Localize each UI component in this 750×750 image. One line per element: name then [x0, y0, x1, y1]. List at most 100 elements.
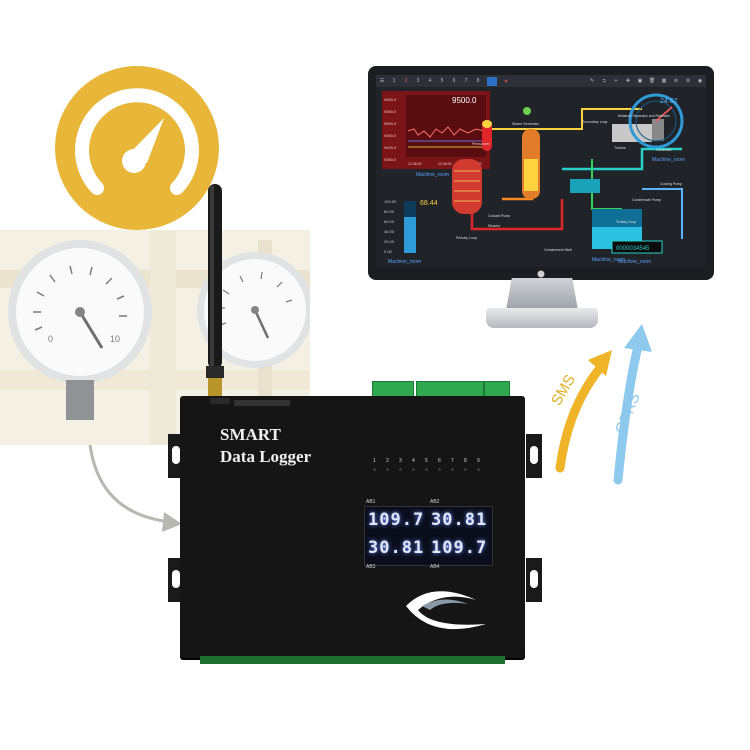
level-tick: 100.00	[384, 199, 397, 204]
reading-ab2: 30.81	[431, 510, 488, 530]
led-number: 4	[412, 458, 415, 464]
speedometer-icon	[55, 66, 219, 230]
led-number: 9	[477, 458, 480, 464]
component-label: Condensate Pump	[632, 198, 661, 202]
scada-screen: ☰ 1 2 3 4 5 6 7 8 . ▲ ✎ ➲ + ✥ ▣ 🗑 ▦ ⊘ ⚙ …	[376, 75, 706, 267]
level-bar: 100.00 80.00 60.00 40.00 20.00 0.00 68.4…	[384, 199, 438, 265]
settings-icon[interactable]: ⚙	[685, 78, 691, 84]
device-title-line2: Data Logger	[220, 447, 312, 466]
device-title: SMART Data Logger	[220, 424, 311, 468]
save-icon[interactable]: ▣	[637, 78, 643, 84]
location-icon[interactable]: ◉	[697, 78, 703, 84]
status-led	[373, 468, 376, 471]
toolbar-page-6[interactable]: 6	[452, 78, 456, 84]
reading-ab1: 109.7	[368, 510, 425, 530]
component-label: Secondary Loop	[582, 120, 608, 124]
apple-logo-icon	[537, 270, 545, 278]
toolbar-page-8[interactable]: 8	[476, 78, 480, 84]
edit-icon[interactable]: ✎	[589, 78, 595, 84]
status-led	[399, 468, 402, 471]
level-caption: Machine_room	[388, 259, 421, 265]
y-tick: 9550.0	[384, 109, 397, 114]
counter-caption: Machine_room	[618, 259, 651, 265]
monitor-stand	[506, 278, 578, 310]
status-led	[386, 468, 389, 471]
status-led	[451, 468, 454, 471]
led-number: 1	[373, 458, 376, 464]
y-tick: 9500.0	[384, 121, 397, 126]
hide-icon[interactable]: ⊘	[673, 78, 679, 84]
trend-chart: 9600.0 9550.0 9500.0 9450.0 9400.0 9350.…	[382, 91, 490, 178]
gauge-caption: Machine_room	[652, 157, 685, 163]
component-label: Generator	[656, 148, 673, 152]
component-label: Moisture Separator and Reheater	[618, 114, 671, 118]
led-number: 6	[438, 458, 441, 464]
status-led	[477, 468, 480, 471]
channel-label: AB1	[366, 499, 376, 505]
reading-ab3: 30.81	[368, 538, 425, 558]
level-tick: 60.00	[384, 219, 395, 224]
toolbar-page-2[interactable]: 2	[404, 78, 408, 84]
wireless-arrows	[555, 324, 652, 485]
level-tick: 20.00	[384, 239, 395, 244]
export-icon[interactable]: ➲	[601, 78, 607, 84]
toolbar-page-1[interactable]: 1	[392, 78, 396, 84]
bottom-terminal-strip	[200, 656, 505, 664]
antenna	[206, 184, 224, 400]
add-icon[interactable]: +	[614, 78, 618, 84]
component-label: Coolant Pump	[488, 214, 510, 218]
trend-value: 9500.0	[452, 96, 477, 105]
status-led	[412, 468, 415, 471]
tank-caption: Machine_room	[592, 257, 625, 263]
component-label: Primary Loop	[456, 236, 477, 240]
x-tick: 12:38:00	[408, 162, 422, 166]
level-tick: 40.00	[384, 229, 395, 234]
brand-logo-icon	[406, 591, 486, 630]
led-number: 7	[451, 458, 454, 464]
toolbar-active-page[interactable]: .	[487, 76, 497, 86]
status-led	[464, 468, 467, 471]
reading-display-panel	[364, 506, 493, 566]
toolbar-page-4[interactable]: 4	[428, 78, 432, 84]
data-logger-device: SMART Data Logger 1 2 3 4 5 6 7 8 9 AB1 …	[180, 396, 525, 658]
level-tick: 0.00	[384, 249, 393, 254]
toolbar-page-3[interactable]: 3	[416, 78, 420, 84]
reading-ab4: 109.7	[431, 538, 488, 558]
led-number: 8	[464, 458, 467, 464]
channel-label: AB3	[366, 564, 376, 570]
delete-icon[interactable]: 🗑	[648, 78, 656, 84]
component-label: Reactor	[488, 224, 501, 228]
toolbar-page-7[interactable]: 7	[464, 78, 468, 84]
data-flow-arrow	[88, 444, 182, 532]
plant-schematic: 24.62 Machine_room 0000034545 Machine_ro…	[452, 93, 685, 265]
toolbar-page-5[interactable]: 5	[440, 78, 444, 84]
svg-text:10: 10	[110, 334, 120, 344]
x-tick: 12:45:00	[438, 162, 452, 166]
antenna-port	[210, 398, 230, 404]
svg-text:0: 0	[48, 334, 53, 344]
component-label: Cooling Pump	[660, 182, 682, 186]
device-title-line1: SMART	[220, 425, 281, 444]
channel-label: AB4	[430, 564, 440, 570]
counter-value: 0000034545	[616, 246, 650, 252]
component-label: Tertiary Loop	[616, 220, 636, 224]
y-tick: 9350.0	[384, 157, 397, 162]
status-led	[438, 468, 441, 471]
grid-icon[interactable]: ▦	[661, 78, 667, 84]
component-label: Pressurizer	[472, 142, 491, 146]
led-number: 2	[386, 458, 389, 464]
led-number: 5	[425, 458, 428, 464]
component-label: Turbine	[614, 146, 626, 150]
toolbar-alarm-icon[interactable]: ▲	[503, 78, 509, 84]
component-label: Containment Wall	[544, 248, 572, 252]
y-tick: 9400.0	[384, 145, 397, 150]
level-value: 68.44	[420, 200, 438, 207]
monitor: ☰ 1 2 3 4 5 6 7 8 . ▲ ✎ ➲ + ✥ ▣ 🗑 ▦ ⊘ ⚙ …	[368, 66, 714, 280]
led-number: 3	[399, 458, 402, 464]
y-tick: 9600.0	[384, 97, 397, 102]
level-tick: 80.00	[384, 209, 395, 214]
trend-caption: Machine_room	[416, 172, 449, 178]
menu-icon[interactable]: ☰	[379, 78, 385, 84]
move-icon[interactable]: ✥	[625, 78, 631, 84]
channel-label: AB2	[430, 499, 440, 505]
